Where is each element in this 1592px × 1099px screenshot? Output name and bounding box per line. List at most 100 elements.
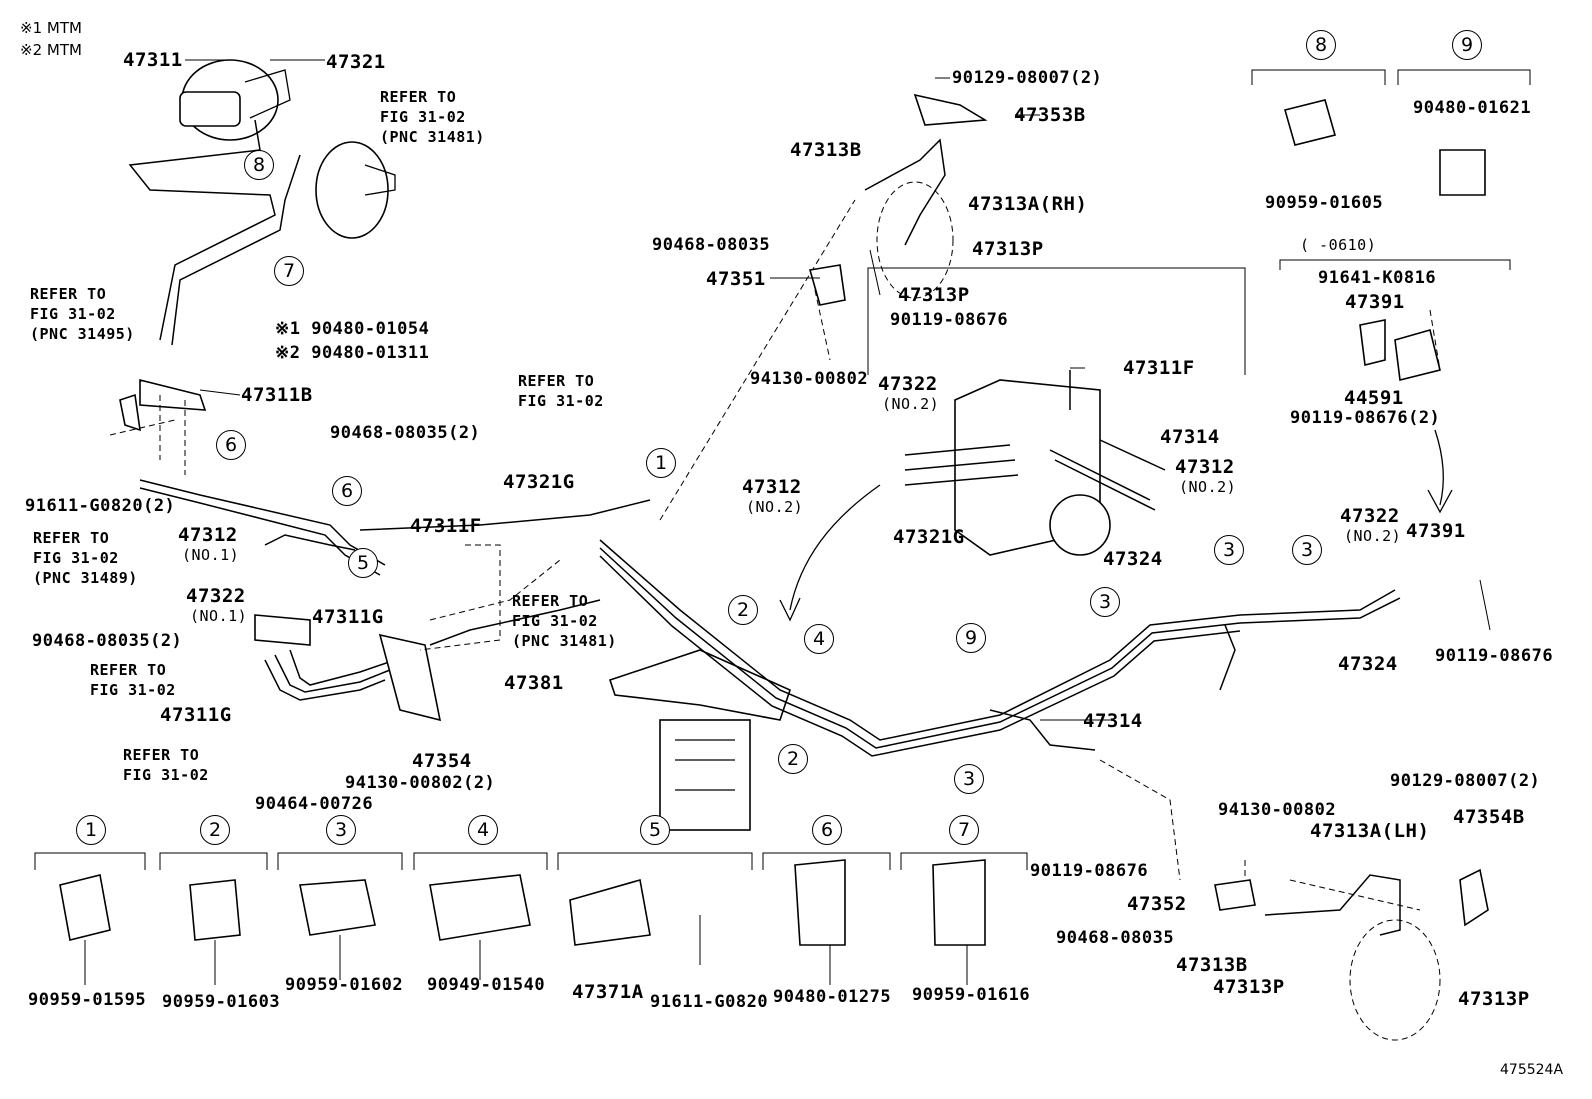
part-90959-01605[interactable]: 90959-01605	[1265, 193, 1384, 213]
part-90119-08676-r[interactable]: 90119-08676	[1435, 646, 1554, 666]
rear-hose-lh	[1214, 868, 1489, 1041]
refer-note-5[interactable]: REFER TO FIG 31-02	[90, 661, 176, 699]
callout-7: 7	[274, 256, 304, 286]
part-90480-01275[interactable]: 90480-01275	[773, 987, 892, 1007]
junction-block	[608, 649, 791, 831]
part-47381[interactable]: 47381	[504, 672, 564, 694]
part-47311G-b[interactable]: 47311G	[160, 704, 232, 726]
part-47313P-b-2[interactable]: 47313P	[1458, 988, 1530, 1010]
part-90468-08035-top[interactable]: 90468-08035	[652, 235, 771, 255]
refer-note-4[interactable]: REFER TO FIG 31-02	[518, 372, 604, 410]
part-47322-no2-b[interactable]: 47322	[878, 373, 938, 395]
callout-1-a: 1	[646, 448, 676, 478]
part-47321G-b[interactable]: 47321G	[893, 526, 965, 548]
part-94130-00802-2[interactable]: 94130-00802(2)	[345, 773, 496, 793]
part-47311[interactable]: 47311	[123, 49, 183, 71]
part-47312-no1-sub: (NO.1)	[182, 546, 240, 564]
part-47322-no1[interactable]: 47322	[186, 585, 246, 607]
callout-5: 5	[348, 548, 378, 578]
refer-note-7[interactable]: REFER TO FIG 31-02 (PNC 31481)	[512, 592, 617, 650]
callout-9-group: 9	[1452, 30, 1482, 60]
part-90480-01621[interactable]: 90480-01621	[1413, 98, 1532, 118]
refer-note-3[interactable]: REFER TO FIG 31-02 (PNC 31489)	[33, 529, 138, 587]
part-47322-no2-c-sub: (NO.2)	[1344, 527, 1402, 545]
part-47324-b[interactable]: 47324	[1338, 653, 1398, 675]
part-47351[interactable]: 47351	[706, 268, 766, 290]
part-90119-08676-b[interactable]: 90119-08676	[1030, 861, 1149, 881]
part-90129-08007-2-top[interactable]: 90129-08007(2)	[952, 68, 1103, 88]
callout-3-c: 3	[1214, 535, 1244, 565]
part-47313A-RH[interactable]: 47313A(RH)	[968, 193, 1088, 215]
part-90480-01311[interactable]: ※2 90480-01311	[275, 343, 430, 363]
part-47311B[interactable]: 47311B	[241, 384, 313, 406]
part-47314-a[interactable]: 47314	[1160, 426, 1220, 448]
part-44591[interactable]: 44591	[1344, 387, 1404, 409]
callout-4: 4	[804, 624, 834, 654]
refer-note-1[interactable]: REFER TO FIG 31-02 (PNC 31481)	[380, 88, 485, 146]
part-47313P-top-1[interactable]: 47313P	[972, 238, 1044, 260]
part-47321G-a[interactable]: 47321G	[503, 471, 575, 493]
clip-group-brackets-bottom	[34, 852, 1028, 985]
callout-1-group: 1	[76, 815, 106, 845]
part-90468-08035-b[interactable]: 90468-08035	[1056, 928, 1175, 948]
part-90464-00726[interactable]: 90464-00726	[255, 794, 374, 814]
part-90119-08676-top[interactable]: 90119-08676	[890, 310, 1009, 330]
part-47312-no2[interactable]: 47312	[742, 476, 802, 498]
callout-6-group: 6	[812, 815, 842, 845]
part-90119-08676-2[interactable]: 90119-08676(2)	[1290, 408, 1441, 428]
part-47313P-b-1[interactable]: 47313P	[1213, 976, 1285, 998]
front-hose-rh	[808, 93, 988, 306]
label-leaders	[185, 59, 1491, 721]
part-47312-no1[interactable]: 47312	[178, 524, 238, 546]
part-47353B[interactable]: 47353B	[1014, 104, 1086, 126]
part-47391-b[interactable]: 47391	[1406, 520, 1466, 542]
part-91611-G0820-2[interactable]: 91611-G0820(2)	[25, 496, 176, 516]
part-91611-G0820[interactable]: 91611-G0820	[650, 992, 769, 1012]
refer-note-6[interactable]: REFER TO FIG 31-02	[123, 746, 209, 784]
legend: ※1 MTM ※2 MTM	[20, 17, 82, 61]
part-47352[interactable]: 47352	[1127, 893, 1187, 915]
part-47311F-b[interactable]: 47311F	[1123, 357, 1195, 379]
part-47313P-top-2[interactable]: 47313P	[898, 284, 970, 306]
callout-6-b: 6	[332, 476, 362, 506]
part-90949-01540[interactable]: 90949-01540	[427, 975, 546, 995]
part-47313B-b[interactable]: 47313B	[1176, 954, 1248, 976]
part-90129-08007-2-r[interactable]: 90129-08007(2)	[1390, 771, 1541, 791]
part-90468-08035-2-b[interactable]: 90468-08035(2)	[330, 423, 481, 443]
part-47312-b[interactable]: 47312	[1175, 456, 1235, 478]
part-47391-a[interactable]: 47391	[1345, 291, 1405, 313]
part-90468-08035-2-a[interactable]: 90468-08035(2)	[32, 631, 183, 651]
part-47313B-top[interactable]: 47313B	[790, 139, 862, 161]
part-90959-01595[interactable]: 90959-01595	[28, 990, 147, 1010]
callout-3-b: 3	[1090, 587, 1120, 617]
callout-8-top: 8	[244, 150, 274, 180]
part-47321[interactable]: 47321	[326, 51, 386, 73]
part-47311G-a[interactable]: 47311G	[312, 606, 384, 628]
part-47354[interactable]: 47354	[412, 750, 472, 772]
part-47311F-a[interactable]: 47311F	[410, 515, 482, 537]
part-47322-no2-c[interactable]: 47322	[1340, 505, 1400, 527]
part-90480-01054[interactable]: ※1 90480-01054	[275, 319, 430, 339]
callout-4-group: 4	[468, 815, 498, 845]
part-47313A-LH[interactable]: 47313A(LH)	[1310, 820, 1430, 842]
part-date-range: ( -0610)	[1300, 236, 1377, 254]
figure-id: 475524A	[1500, 1062, 1564, 1078]
legend-item-1: ※1 MTM	[20, 19, 82, 37]
refer-note-2[interactable]: REFER TO FIG 31-02 (PNC 31495)	[30, 285, 135, 343]
brake-booster-illustration	[179, 59, 396, 239]
part-47324-a[interactable]: 47324	[1103, 548, 1163, 570]
callout-7-group: 7	[949, 815, 979, 845]
callout-6-a: 6	[216, 430, 246, 460]
part-91641-K0816[interactable]: 91641-K0816	[1318, 268, 1437, 288]
part-47314-b[interactable]: 47314	[1083, 710, 1143, 732]
abs-actuator-detail	[867, 267, 1246, 556]
part-90959-01616[interactable]: 90959-01616	[912, 985, 1031, 1005]
part-90959-01603[interactable]: 90959-01603	[162, 992, 281, 1012]
part-94130-00802-top[interactable]: 94130-00802	[750, 369, 869, 389]
part-47354B[interactable]: 47354B	[1453, 806, 1525, 828]
part-47312-b-sub: (NO.2)	[1179, 478, 1237, 496]
part-90959-01602[interactable]: 90959-01602	[285, 975, 404, 995]
part-94130-00802-r[interactable]: 94130-00802	[1218, 800, 1337, 820]
callout-2-a: 2	[728, 595, 758, 625]
part-47371A[interactable]: 47371A	[572, 981, 644, 1003]
